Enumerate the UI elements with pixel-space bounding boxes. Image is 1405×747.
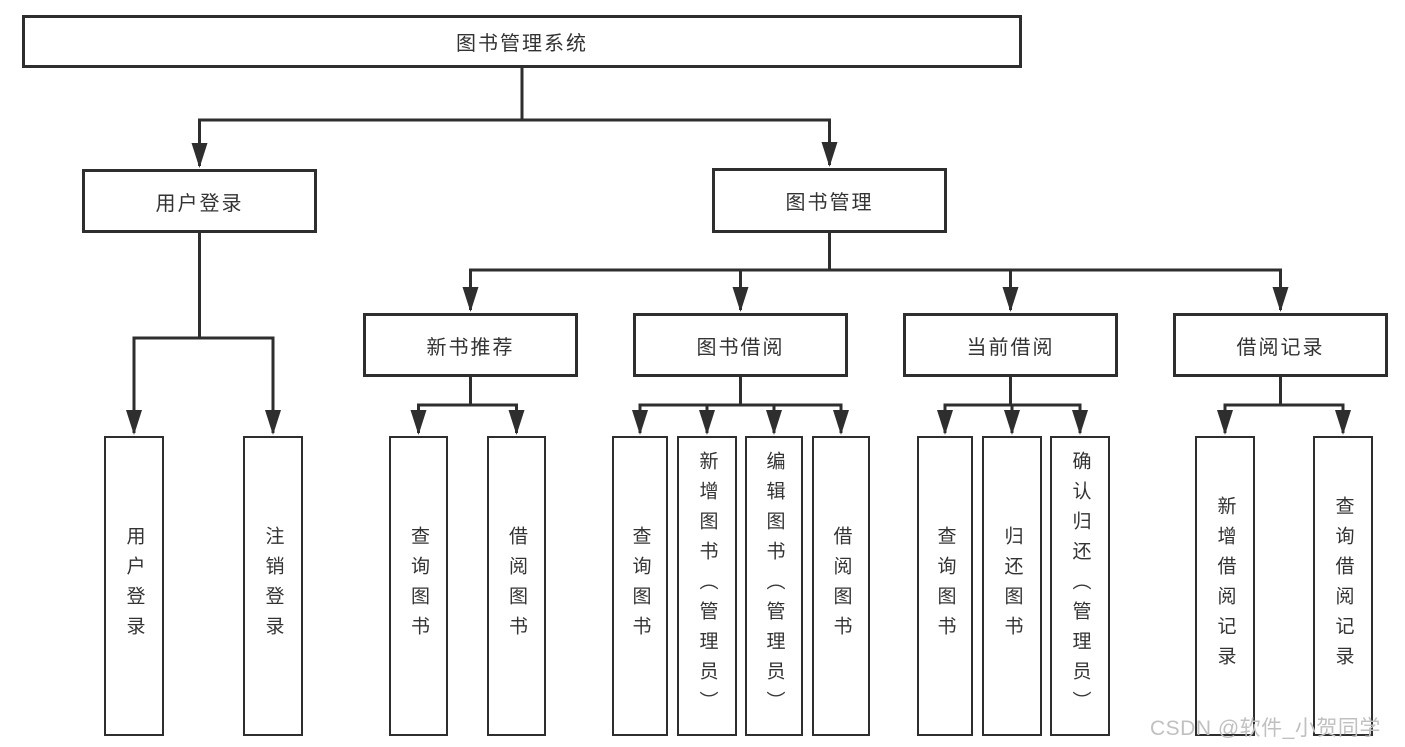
node-root-system: 图书管理系统 [22, 15, 1022, 68]
leaf-edit-book-admin: 编辑图书（管理员） [745, 436, 803, 736]
leaf-add-borrow-record: 新增借阅记录 [1195, 436, 1255, 736]
node-user-login: 用户登录 [82, 169, 317, 233]
leaf-query-books-current: 查询图书 [917, 436, 973, 736]
node-book-borrow: 图书借阅 [633, 313, 848, 377]
leaf-borrow-books-recommend: 借阅图书 [487, 436, 546, 736]
node-current-borrow-label: 当前借阅 [966, 336, 1055, 359]
leaf-return-books: 归还图书 [982, 436, 1042, 736]
node-root-label: 图书管理系统 [456, 33, 588, 55]
watermark: CSDN @软件_小贺同学 [1150, 717, 1381, 740]
leaf-add-book-admin: 新增图书（管理员） [677, 436, 737, 736]
leaf-query-books-recommend: 查询图书 [389, 436, 448, 736]
leaf-query-borrow-record: 查询借阅记录 [1313, 436, 1373, 736]
node-new-book-recommend: 新书推荐 [363, 313, 578, 377]
node-book-management: 图书管理 [712, 168, 947, 233]
node-borrow-records-label: 借阅记录 [1236, 336, 1325, 359]
leaf-confirm-return-admin: 确认归还（管理员） [1050, 436, 1110, 736]
leaf-query-books-borrow: 查询图书 [612, 436, 668, 736]
leaf-user-login: 用户登录 [104, 436, 164, 736]
node-new-book-recommend-label: 新书推荐 [426, 336, 515, 359]
node-book-borrow-label: 图书借阅 [696, 336, 785, 359]
node-book-management-label: 图书管理 [785, 192, 874, 214]
leaf-logout: 注销登录 [243, 436, 303, 736]
leaf-borrow-books: 借阅图书 [812, 436, 870, 736]
node-borrow-records: 借阅记录 [1173, 313, 1388, 377]
node-current-borrow: 当前借阅 [903, 313, 1118, 377]
node-user-login-label: 用户登录 [155, 192, 244, 215]
